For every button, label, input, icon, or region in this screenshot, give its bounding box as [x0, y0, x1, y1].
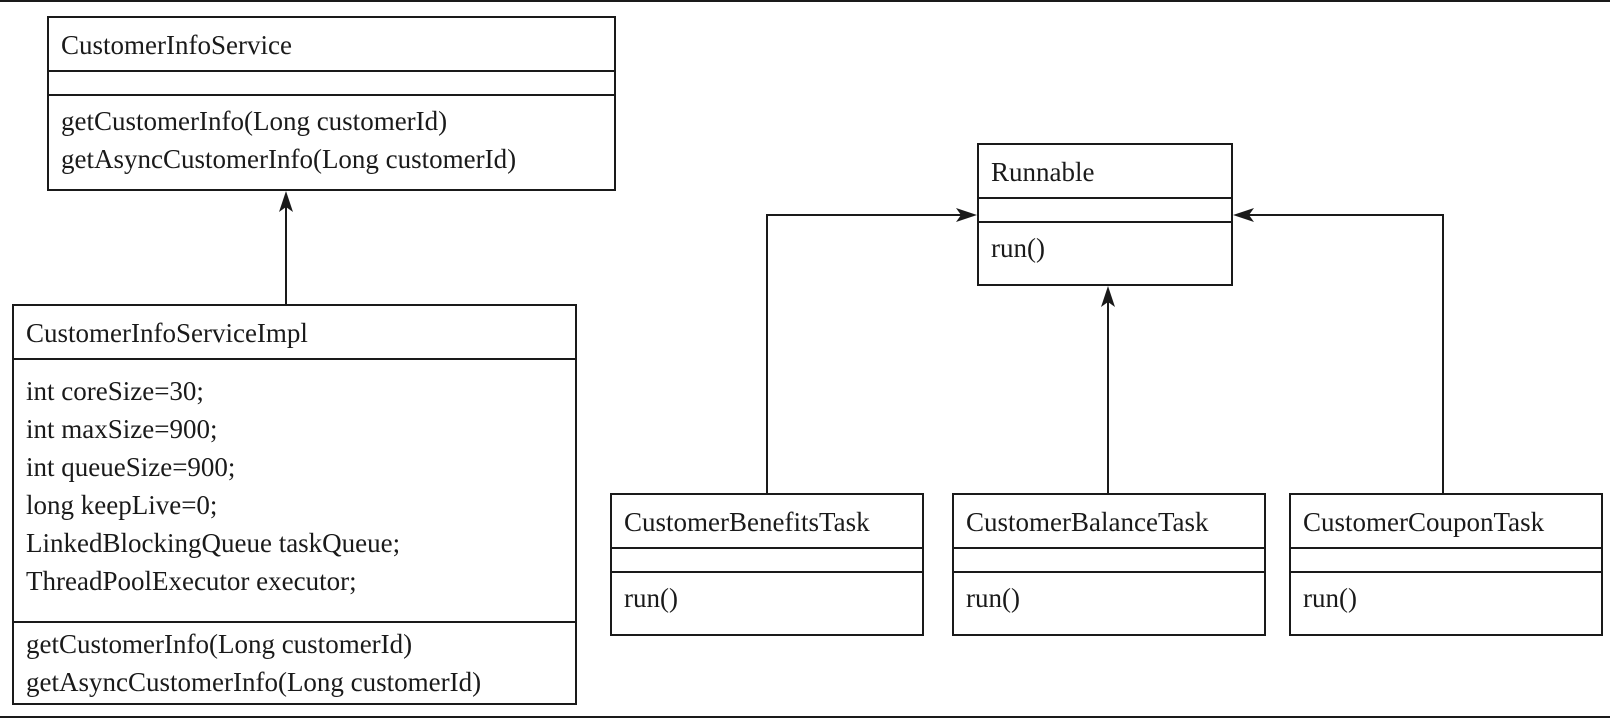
operation: getCustomerInfo(Long customerId) [26, 629, 413, 659]
frame-top-border [0, 0, 1610, 2]
arrowhead-up [1101, 286, 1115, 307]
attribute: ThreadPoolExecutor executor; [26, 566, 357, 596]
relation-benefits-to-runnable-line [766, 214, 970, 493]
arrowhead-left [1233, 208, 1254, 222]
operations-compartment: run() [954, 571, 1264, 617]
attribute: int maxSize=900; [26, 414, 218, 444]
class-name: CustomerCouponTask [1303, 507, 1545, 537]
attribute: int queueSize=900; [26, 452, 236, 482]
attributes-compartment [49, 70, 614, 94]
operation: getCustomerInfo(Long customerId) [61, 106, 448, 136]
attribute: int coreSize=30; [26, 376, 204, 406]
frame-bottom-border [0, 716, 1610, 718]
operations-compartment: run() [1291, 571, 1601, 617]
class-runnable[interactable]: Runnable run() [977, 143, 1233, 286]
attributes-compartment [954, 547, 1264, 571]
class-name: CustomerInfoService [61, 30, 292, 60]
class-name: Runnable [991, 157, 1095, 187]
operations-compartment: run() [979, 221, 1231, 267]
operations-compartment: getCustomerInfo(Long customerId) getAsyn… [14, 621, 575, 701]
operation: getAsyncCustomerInfo(Long customerId) [26, 667, 482, 697]
operation: run() [991, 233, 1045, 263]
attribute: long keepLive=0; [26, 490, 218, 520]
attribute: LinkedBlockingQueue taskQueue; [26, 528, 401, 558]
class-name: CustomerInfoServiceImpl [26, 318, 308, 348]
class-customer-coupon-task[interactable]: CustomerCouponTask run() [1289, 493, 1603, 636]
operation: run() [966, 583, 1020, 613]
operation: run() [1303, 583, 1357, 613]
attributes-compartment [612, 547, 922, 571]
operation: getAsyncCustomerInfo(Long customerId) [61, 144, 517, 174]
class-customer-benefits-task[interactable]: CustomerBenefitsTask run() [610, 493, 924, 636]
arrowhead-right [956, 208, 977, 222]
operation: run() [624, 583, 678, 613]
class-name: CustomerBenefitsTask [624, 507, 870, 537]
arrowhead-up [279, 191, 293, 212]
class-customer-info-service-impl[interactable]: CustomerInfoServiceImpl int coreSize=30;… [12, 304, 577, 705]
class-name: CustomerBalanceTask [966, 507, 1209, 537]
operations-compartment: run() [612, 571, 922, 617]
attributes-compartment [1291, 547, 1601, 571]
attributes-compartment [979, 197, 1231, 221]
attributes-compartment: int coreSize=30; int maxSize=900; int qu… [14, 358, 575, 621]
operations-compartment: getCustomerInfo(Long customerId) getAsyn… [49, 94, 614, 178]
class-customer-info-service[interactable]: CustomerInfoService getCustomerInfo(Long… [47, 16, 616, 191]
class-customer-balance-task[interactable]: CustomerBalanceTask run() [952, 493, 1266, 636]
relation-coupon-to-runnable-line [1240, 214, 1444, 493]
